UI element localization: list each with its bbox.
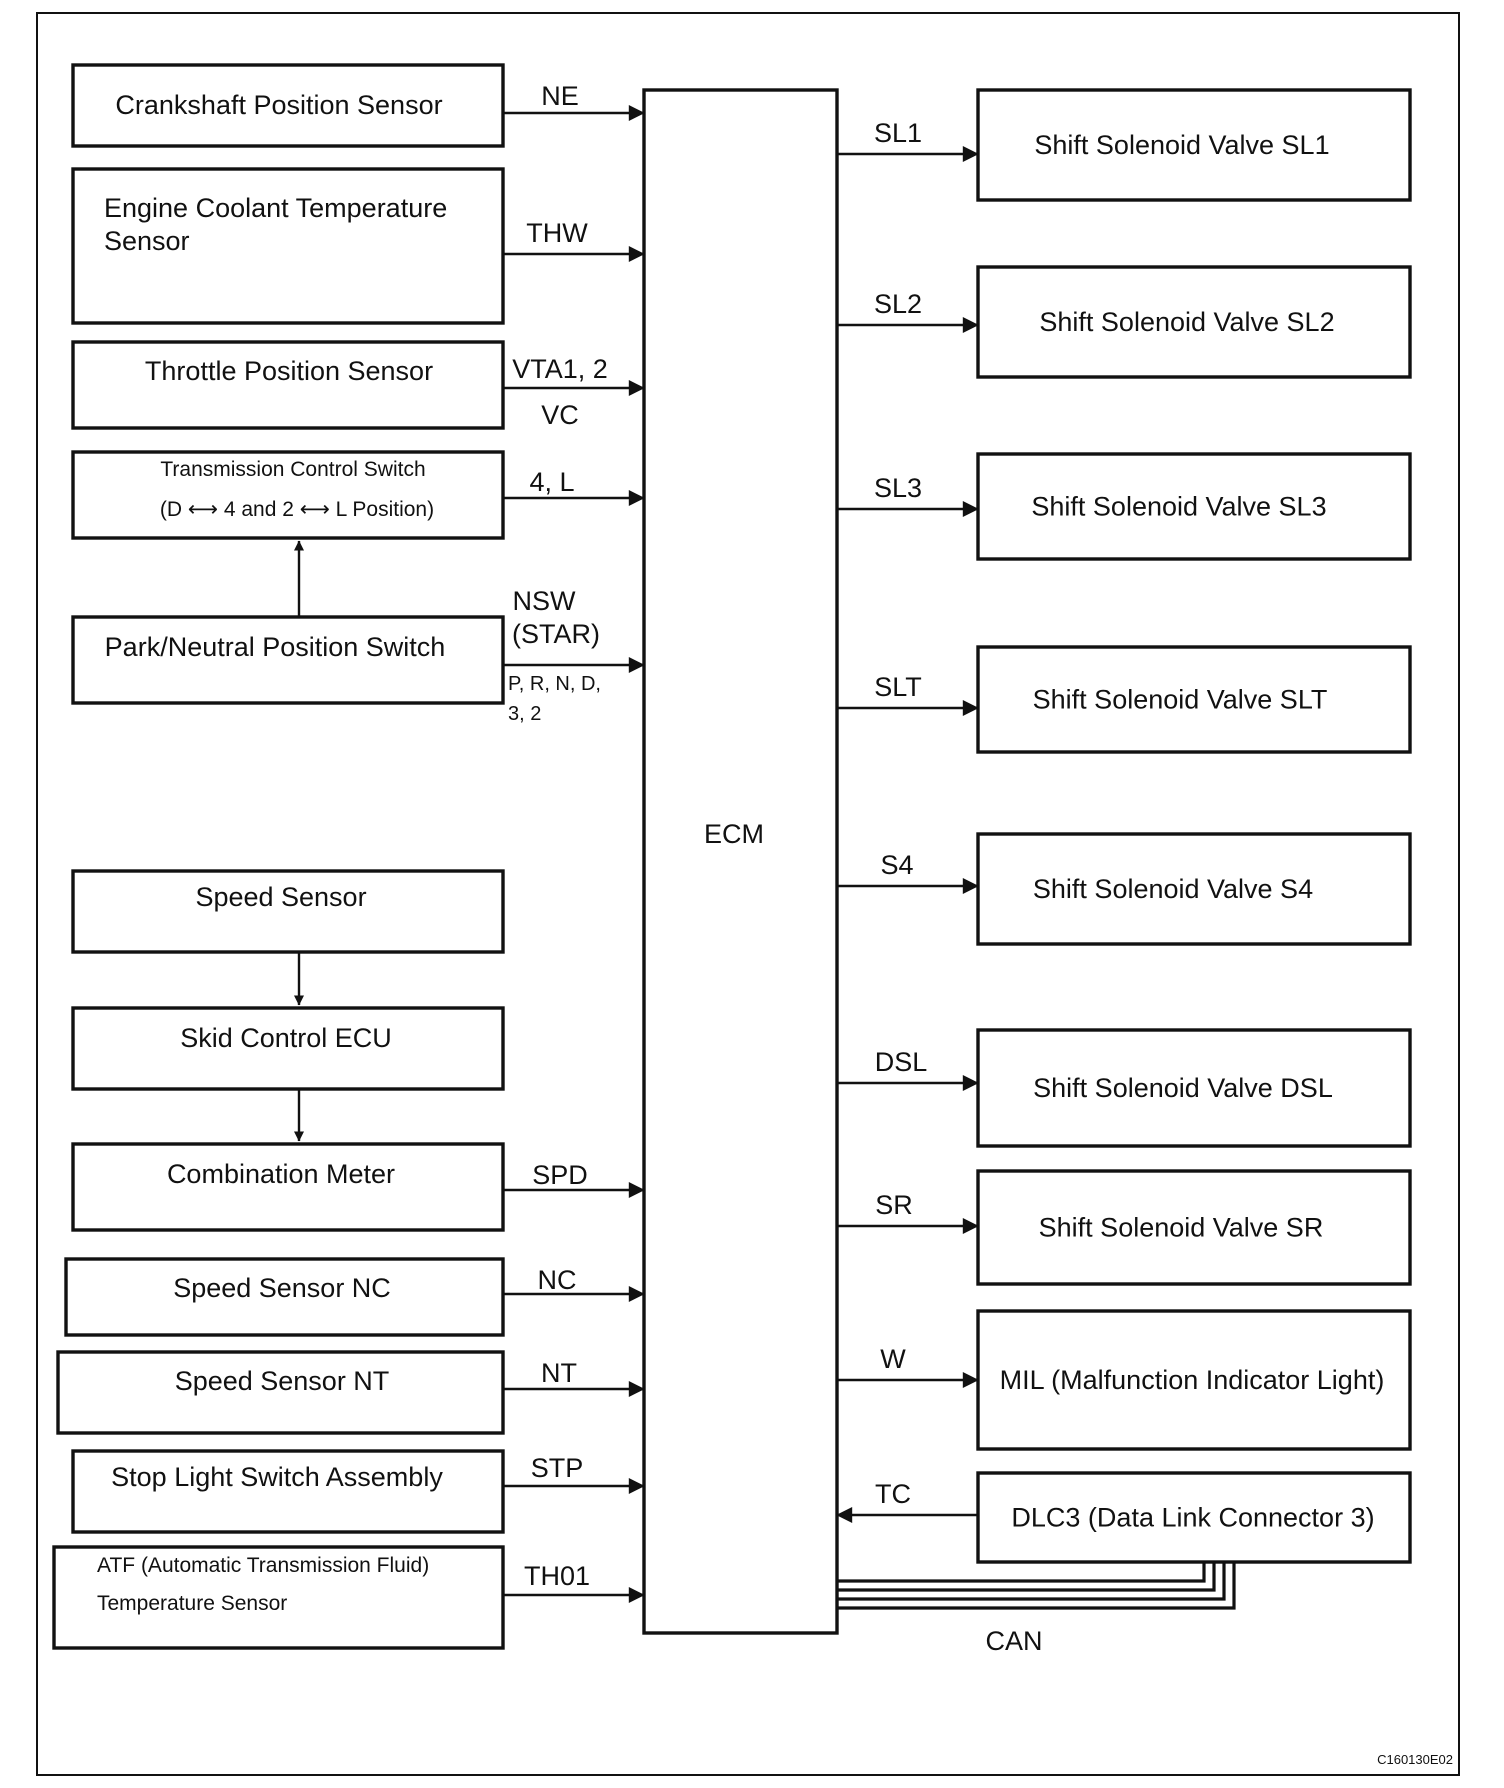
atf-sensor-box bbox=[52, 1545, 505, 1650]
slt-box bbox=[976, 645, 1412, 754]
transmission-switch-label: (D ⟷ 4 and 2 ⟷ L Position) bbox=[160, 498, 434, 521]
output-slt: Shift Solenoid Valve SLT SLT bbox=[837, 645, 1412, 754]
speed-sensor-nc-box bbox=[64, 1257, 505, 1337]
sr-signal-label: SR bbox=[875, 1190, 913, 1220]
speed-sensor-nt-box bbox=[56, 1350, 505, 1435]
sl1-box bbox=[976, 88, 1412, 202]
park-neutral-signal-label: (STAR) bbox=[512, 619, 600, 649]
slt-label: Shift Solenoid Valve SLT bbox=[1033, 685, 1328, 715]
combination-meter-label: Combination Meter bbox=[167, 1159, 395, 1189]
input-park-neutral: Park/Neutral Position Switch NSW(STAR) P, … bbox=[71, 586, 645, 725]
ecm-label: ECM bbox=[704, 819, 764, 849]
throttle-signal-label: VC bbox=[541, 400, 579, 430]
mil-signal-label: W bbox=[880, 1344, 906, 1374]
crankshaft-signal-label: NE bbox=[541, 81, 579, 111]
throttle-label: Throttle Position Sensor bbox=[145, 356, 433, 386]
atf-sensor-label: ATF (Automatic Transmission Fluid) bbox=[97, 1554, 429, 1577]
park-neutral-box bbox=[71, 615, 505, 705]
speed-sensor-box bbox=[71, 869, 505, 954]
coolant-label: Sensor bbox=[104, 226, 190, 256]
input-atf-sensor: ATF (Automatic Transmission Fluid) Temper… bbox=[52, 1545, 645, 1650]
s4-label: Shift Solenoid Valve S4 bbox=[1033, 874, 1313, 904]
input-speed-sensor-nc: Speed Sensor NC NC bbox=[64, 1257, 645, 1337]
park-neutral-label: Park/Neutral Position Switch bbox=[105, 632, 446, 662]
can-bus: CAN bbox=[837, 1562, 1236, 1656]
input-stop-light: Stop Light Switch Assembly STP bbox=[71, 1449, 645, 1534]
s4-signal-label: S4 bbox=[880, 850, 913, 880]
output-sr: Shift Solenoid Valve SR SR bbox=[837, 1169, 1412, 1286]
transmission-switch-label: Transmission Control Switch bbox=[160, 458, 425, 481]
input-throttle: Throttle Position Sensor VTA1, 2 VC bbox=[71, 340, 645, 430]
output-s4: Shift Solenoid Valve S4 S4 bbox=[837, 832, 1412, 946]
input-speed-sensor-nt: Speed Sensor NT NT bbox=[56, 1350, 645, 1435]
transmission-switch-box bbox=[71, 450, 505, 540]
atf-sensor-label: Temperature Sensor bbox=[97, 1592, 287, 1615]
dsl-signal-label: DSL bbox=[875, 1047, 928, 1077]
stop-light-label: Stop Light Switch Assembly bbox=[111, 1462, 443, 1492]
output-sl2: Shift Solenoid Valve SL2 SL2 bbox=[837, 265, 1412, 379]
output-dlc3: DLC3 (Data Link Connector 3) TC bbox=[836, 1471, 1412, 1564]
stop-light-signal-label: STP bbox=[531, 1453, 584, 1483]
skid-ecu-label: Skid Control ECU bbox=[180, 1023, 392, 1053]
sl3-label: Shift Solenoid Valve SL3 bbox=[1031, 492, 1326, 522]
park-neutral-position-label: 3, 2 bbox=[508, 703, 541, 725]
sl1-label: Shift Solenoid Valve SL1 bbox=[1034, 130, 1329, 160]
dlc3-label: DLC3 (Data Link Connector 3) bbox=[1011, 1503, 1374, 1533]
figure-code: C160130E02 bbox=[1377, 1752, 1453, 1767]
input-combination-meter: Combination Meter SPD bbox=[71, 1142, 645, 1232]
combination-meter-signal-label: SPD bbox=[532, 1160, 588, 1190]
skid-ecu-box bbox=[71, 1006, 505, 1091]
sl3-signal-label: SL3 bbox=[874, 473, 922, 503]
sr-box bbox=[976, 1169, 1412, 1286]
input-devices: Crankshaft Position Sensor NE Engine Coola… bbox=[52, 63, 645, 1650]
output-mil: MIL (Malfunction Indicator Light) W bbox=[837, 1309, 1412, 1451]
transmission-switch-signal-label: 4, L bbox=[529, 467, 574, 497]
dsl-box bbox=[976, 1028, 1412, 1148]
sl2-signal-label: SL2 bbox=[874, 289, 922, 319]
ecm-box bbox=[642, 88, 839, 1635]
sl3-box bbox=[976, 452, 1412, 561]
throttle-box bbox=[71, 340, 505, 430]
coolant-box bbox=[71, 167, 505, 325]
speed-sensor-nc-label: Speed Sensor NC bbox=[173, 1273, 391, 1303]
mil-box bbox=[976, 1309, 1412, 1451]
throttle-signal-label: VTA1, 2 bbox=[512, 354, 608, 384]
output-dsl: Shift Solenoid Valve DSL DSL bbox=[837, 1028, 1412, 1148]
mil-label: MIL (Malfunction Indicator Light) bbox=[1000, 1365, 1385, 1395]
coolant-label: Engine Coolant Temperature bbox=[104, 193, 447, 223]
crankshaft-box bbox=[71, 63, 505, 148]
can-label: CAN bbox=[985, 1626, 1042, 1656]
sr-label: Shift Solenoid Valve SR bbox=[1039, 1213, 1324, 1243]
slt-signal-label: SLT bbox=[874, 672, 922, 702]
coolant-signal-label: THW bbox=[526, 218, 588, 248]
s4-box bbox=[976, 832, 1412, 946]
input-speed-sensor: Speed Sensor bbox=[71, 869, 505, 954]
speed-sensor-label: Speed Sensor bbox=[195, 882, 366, 912]
dlc3-box bbox=[976, 1471, 1412, 1564]
park-neutral-signal-label: NSW bbox=[513, 586, 577, 616]
output-sl3: Shift Solenoid Valve SL3 SL3 bbox=[837, 452, 1412, 561]
dlc3-signal-label: TC bbox=[875, 1479, 911, 1509]
diagram-frame bbox=[36, 12, 1460, 1776]
sl1-signal-label: SL1 bbox=[874, 118, 922, 148]
speed-sensor-nt-label: Speed Sensor NT bbox=[175, 1366, 390, 1396]
crankshaft-label: Crankshaft Position Sensor bbox=[115, 90, 442, 120]
sl2-box bbox=[976, 265, 1412, 379]
park-neutral-position-label: P, R, N, D, bbox=[508, 673, 601, 695]
dsl-label: Shift Solenoid Valve DSL bbox=[1033, 1073, 1333, 1103]
sl2-label: Shift Solenoid Valve SL2 bbox=[1039, 307, 1334, 337]
stop-light-box bbox=[71, 1449, 505, 1534]
input-transmission-switch: Transmission Control Switch (D ⟷ 4 and 2 … bbox=[71, 450, 645, 540]
atf-sensor-signal-label: TH01 bbox=[524, 1561, 590, 1591]
combination-meter-box bbox=[71, 1142, 505, 1232]
ecm: ECM bbox=[642, 88, 839, 1635]
input-skid-ecu: Skid Control ECU bbox=[71, 1006, 505, 1091]
output-sl1: Shift Solenoid Valve SL1 SL1 bbox=[837, 88, 1412, 202]
speed-sensor-nt-signal-label: NT bbox=[541, 1358, 577, 1388]
input-crankshaft: Crankshaft Position Sensor NE bbox=[71, 63, 645, 148]
speed-sensor-nc-signal-label: NC bbox=[538, 1265, 577, 1295]
